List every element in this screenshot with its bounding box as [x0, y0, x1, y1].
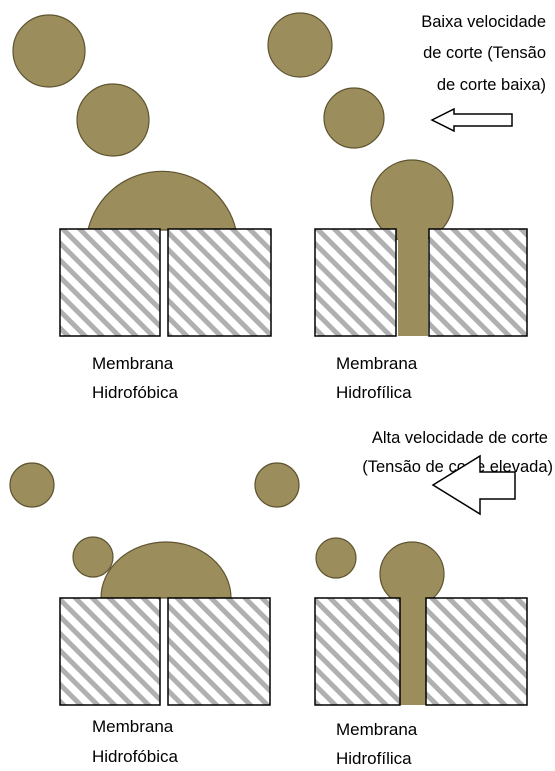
top-annotation-line1: Baixa velocidade — [421, 13, 546, 31]
top-hydrophilic-membrane-group: Membrana Hidrofílica — [267, 12, 528, 402]
bottom-right-pore-channel — [400, 580, 426, 705]
bottom-annotation-line1: Alta velocidade de corte — [372, 429, 548, 447]
bottom-panel: Membrana Hidrofóbica Membrana Hidrofílic… — [9, 429, 553, 768]
bottom-hydrophobic-label-line2: Hidrofóbica — [92, 747, 179, 766]
bottom-left-membrane-block-2 — [167, 597, 271, 706]
bottom-hydrophobic-membrane-group: Membrana Hidrofóbica — [9, 462, 271, 766]
bottom-hydrophilic-label-line2: Hidrofílica — [336, 749, 412, 768]
top-left-membrane-block-2 — [167, 228, 272, 337]
bottom-hydrophilic-label-line1: Membrana — [336, 720, 418, 739]
bottom-hydrophilic-membrane-group: Membrana Hidrofílica — [254, 462, 528, 768]
bottom-right-membrane-block-2 — [425, 597, 528, 706]
bottom-left-droplet-2 — [72, 536, 114, 578]
top-annotation-line3: de corte baixa) — [437, 76, 546, 94]
top-right-pore-channel — [398, 210, 428, 336]
bottom-left-membrane-block-1 — [59, 597, 161, 706]
top-hydrophobic-label-line2: Hidrofóbica — [92, 383, 179, 402]
top-right-membrane-block-2 — [428, 228, 528, 337]
top-right-droplet-2 — [323, 87, 385, 149]
top-shear-annotation: Baixa velocidade de corte (Tensão de cor… — [421, 13, 546, 133]
bottom-right-droplet-2 — [315, 537, 357, 579]
bottom-shear-annotation: Alta velocidade de corte (Tensão de cort… — [362, 429, 553, 516]
top-left-droplet-2 — [76, 83, 150, 157]
bottom-left-droplet-1 — [9, 462, 55, 508]
top-right-membrane-block-1 — [314, 228, 397, 337]
top-hydrophobic-membrane-group: Membrana Hidrofóbica — [12, 14, 272, 402]
bottom-left-spreading-droplet — [100, 541, 232, 599]
top-left-spreading-droplet — [87, 170, 237, 231]
top-hydrophilic-label-line2: Hidrofílica — [336, 383, 412, 402]
top-annotation-line2: de corte (Tensão — [423, 44, 546, 62]
top-hydrophilic-label-line1: Membrana — [336, 354, 418, 373]
bottom-left-arrow-icon — [431, 454, 516, 516]
top-left-droplet-1 — [12, 14, 86, 88]
top-right-droplet-1 — [267, 12, 333, 78]
top-panel: Membrana Hidrofóbica Membrana Hidrofílic… — [12, 12, 546, 402]
top-left-membrane-block-1 — [59, 228, 161, 337]
top-left-arrow-icon — [430, 107, 513, 133]
bottom-right-membrane-block-1 — [314, 597, 401, 706]
top-hydrophobic-label-line1: Membrana — [92, 354, 174, 373]
bottom-right-droplet-1 — [254, 462, 300, 508]
bottom-hydrophobic-label-line1: Membrana — [92, 717, 174, 736]
